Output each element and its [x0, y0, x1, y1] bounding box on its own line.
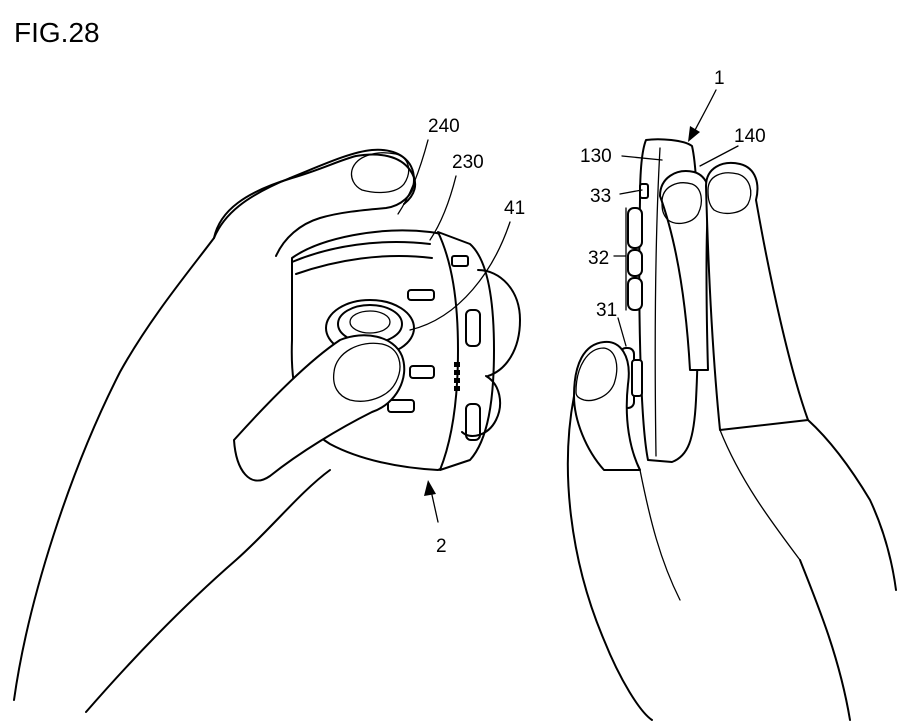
- controller-2-side-button: [451, 255, 469, 267]
- leader-140: [699, 145, 739, 167]
- controller-2-shoulder-band: [291, 241, 433, 275]
- leader-240: [397, 139, 429, 215]
- right-thumb: [573, 340, 641, 471]
- controller-1-rail-line: [654, 147, 661, 457]
- arrow-2-head: [424, 480, 436, 496]
- label-240: 240: [428, 116, 460, 137]
- left-thumb: [233, 334, 406, 482]
- left-back-fingers: [461, 269, 521, 437]
- led-4: [454, 386, 460, 391]
- button-32-upper: [627, 207, 643, 249]
- left-hand-drawing: [13, 148, 521, 713]
- led-1: [454, 362, 460, 367]
- right-middle-finger: [705, 162, 809, 431]
- right-middle-nail: [707, 172, 752, 215]
- leader-31: [617, 317, 627, 347]
- leader-1-arrow: [691, 89, 717, 137]
- label-41: 41: [504, 198, 525, 219]
- left-hand-outline: [13, 177, 291, 701]
- controller-2-face-button-mid: [409, 365, 435, 379]
- right-hand-drawing: [566, 138, 897, 721]
- left-top-finger-nail: [350, 152, 410, 194]
- button-33: [639, 183, 649, 199]
- button-32-mid: [627, 249, 643, 277]
- leader-33: [619, 189, 643, 195]
- right-hand-outline-right: [807, 419, 897, 591]
- figure-title: FIG.28: [14, 17, 100, 48]
- left-hand-palm-edge: [85, 469, 331, 713]
- leader-41: [409, 221, 511, 331]
- label-33: 33: [590, 186, 611, 207]
- right-index-finger: [659, 170, 711, 371]
- right-index-nail: [661, 182, 703, 225]
- right-palm-crease: [639, 469, 681, 601]
- left-thumb-nail: [332, 342, 401, 402]
- leader-130: [621, 155, 663, 161]
- controller-2-face-button-top: [407, 289, 435, 301]
- led-3: [454, 378, 460, 383]
- label-130: 130: [580, 146, 612, 167]
- right-hand-outline: [566, 395, 653, 721]
- label-32: 32: [588, 248, 609, 269]
- controller-2-rail-lower: [465, 403, 481, 441]
- right-finger-gap: [719, 429, 801, 561]
- button-32-lower: [627, 277, 643, 311]
- led-2: [454, 370, 460, 375]
- controller-2-face-button-low: [387, 399, 415, 413]
- stick-31-base: [631, 359, 643, 397]
- label-1: 1: [714, 68, 725, 89]
- right-thumb-nail: [575, 347, 618, 402]
- leader-230: [429, 175, 457, 241]
- label-31: 31: [596, 300, 617, 321]
- label-230: 230: [452, 152, 484, 173]
- label-140: 140: [734, 126, 766, 147]
- label-2: 2: [436, 536, 447, 557]
- right-wrist-right: [799, 559, 851, 721]
- controller-2-rail-upper: [465, 309, 481, 347]
- arrow-1-head: [688, 126, 700, 142]
- analog-stick-inner: [349, 310, 391, 334]
- leader-32-bracket: [613, 207, 627, 311]
